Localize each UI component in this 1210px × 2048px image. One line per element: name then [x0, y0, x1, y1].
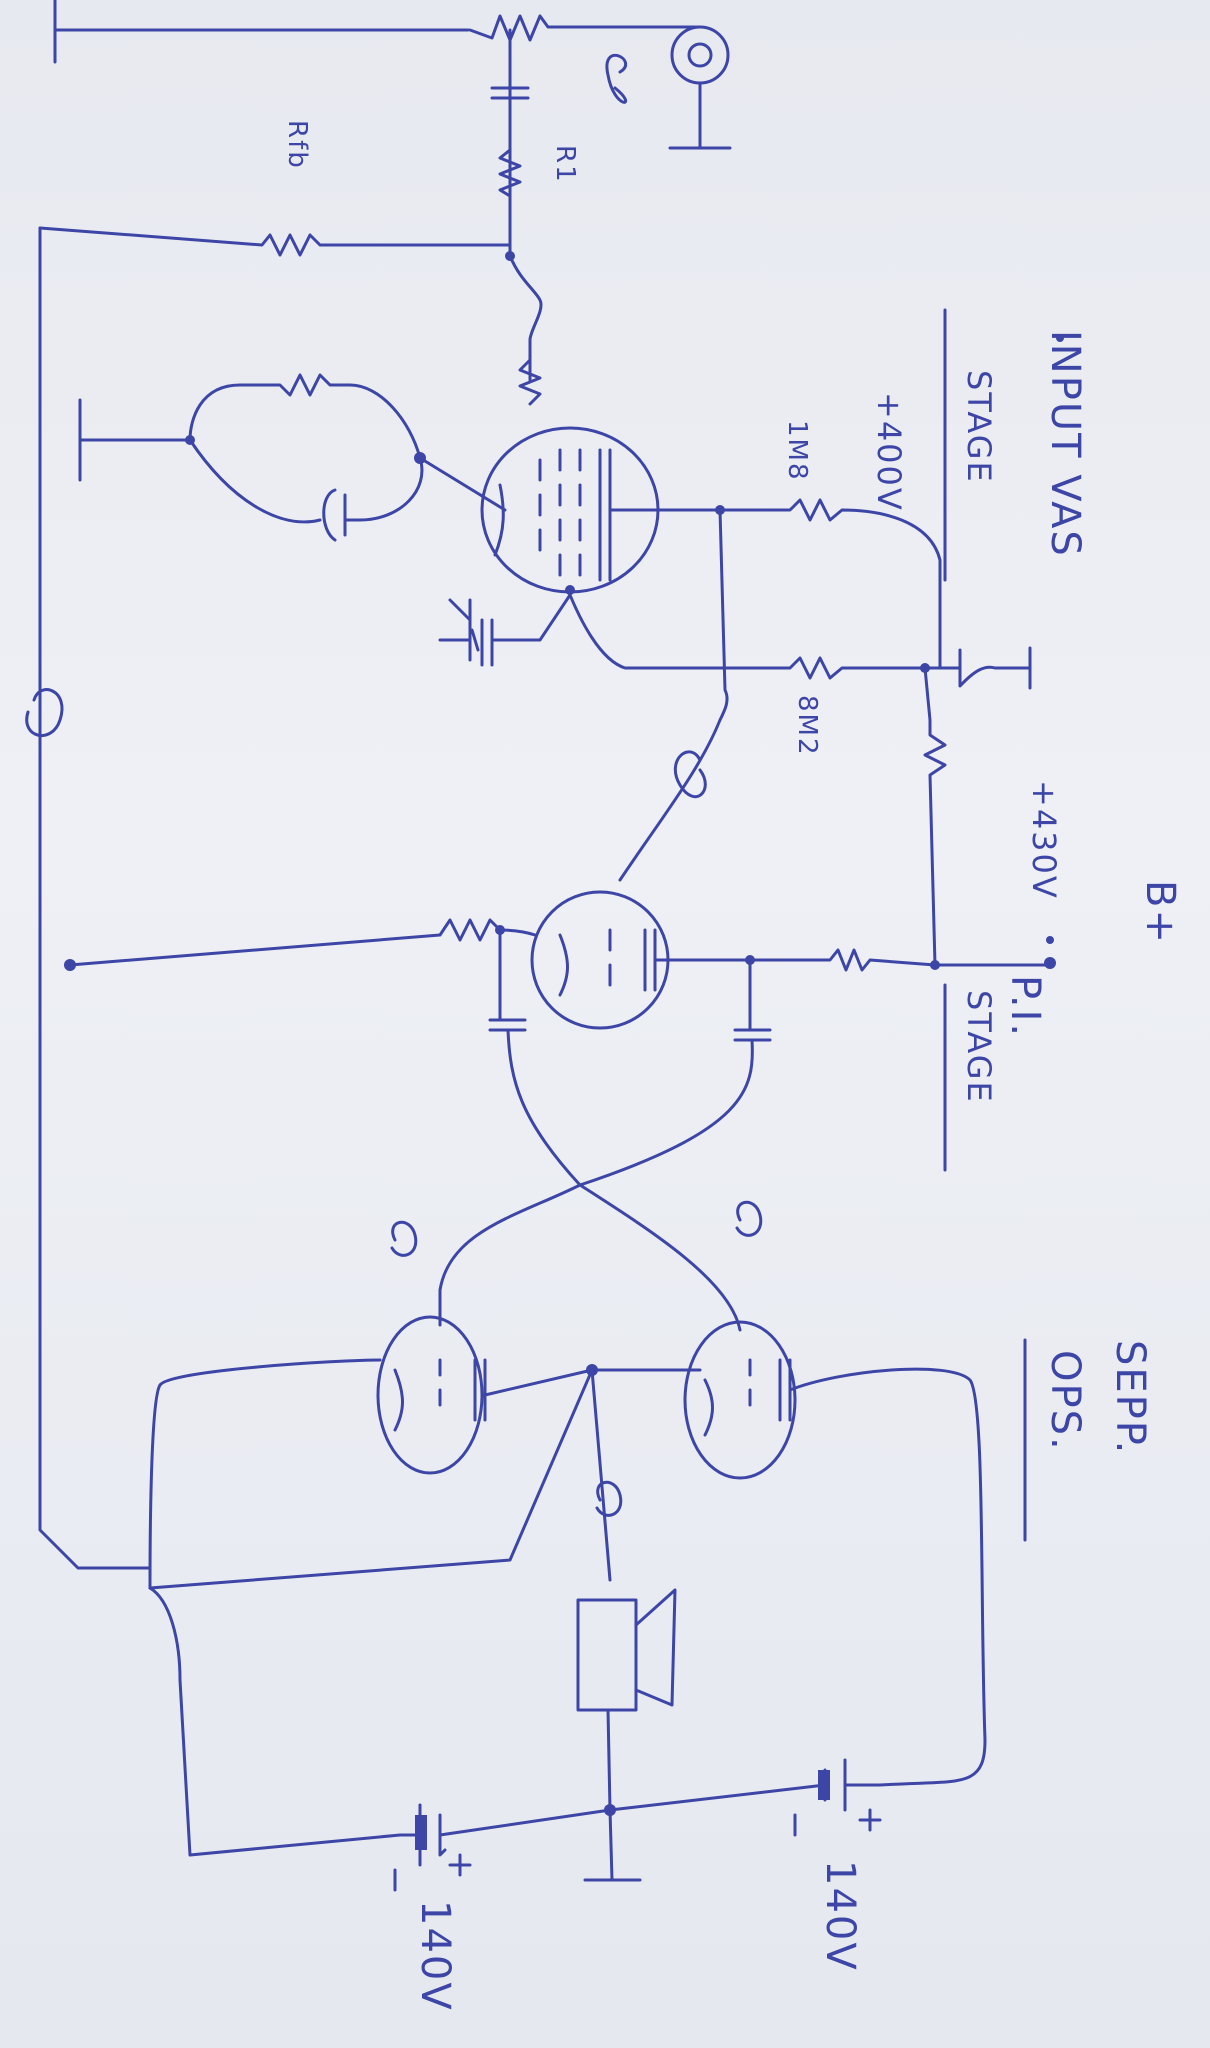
r-8m2-label: 8M2	[792, 695, 822, 757]
output-tube-right	[683, 1320, 797, 1480]
battery-right	[608, 1758, 882, 1812]
b-plus-label: B+	[1137, 880, 1183, 945]
pi-stage-label: STAGE	[960, 990, 998, 1104]
v430-label: +430V	[1025, 780, 1063, 900]
rail-heater-symbol	[25, 688, 64, 737]
input-capacitor	[490, 86, 530, 100]
cathode-resistor-pi	[68, 918, 537, 967]
input-jack	[598, 25, 732, 150]
output-tube-left	[376, 1315, 487, 1475]
r-1m8-label: 1M8	[782, 420, 812, 482]
sepp-label: SEPP.	[1107, 1340, 1153, 1456]
input-resistor	[468, 14, 602, 42]
input-vas-label: INPUT VAS	[1042, 330, 1088, 558]
coupling-capacitor-left	[488, 1018, 582, 1187]
left-feedback-rail	[38, 226, 152, 1570]
input-heater-symbol	[605, 53, 628, 104]
output-left-heater-symbol	[390, 1220, 418, 1257]
v140-left-label: 140V	[412, 1900, 458, 2012]
v140-right-label: 140V	[817, 1860, 863, 1972]
speaker-heater-symbol	[595, 1480, 623, 1517]
cathode-ground	[78, 398, 192, 482]
screen-capacitor	[470, 618, 494, 667]
rfb-label: Rfb	[282, 120, 312, 170]
v400-label: +400V	[870, 392, 908, 512]
plate-resistor-pi	[748, 948, 1052, 972]
output-right-heater-symbol	[735, 1200, 763, 1237]
phase-inverter-tube	[530, 890, 670, 1030]
input-stage-label: STAGE	[960, 370, 998, 484]
pi-heater-symbol	[673, 750, 707, 799]
output-ground	[583, 1808, 642, 1882]
resistor-r1	[498, 148, 522, 198]
supply-filter-capacitor	[923, 646, 1032, 690]
cathode-capacitor	[322, 488, 347, 542]
resistor-8m2	[718, 656, 924, 680]
pi-label: P.I.	[1002, 975, 1048, 1039]
speaker	[576, 1588, 677, 1712]
coupling-capacitor-right	[578, 958, 772, 1187]
ops-label: OPS.	[1042, 1350, 1088, 1452]
battery-left	[398, 1803, 612, 1867]
feedback-resistor	[38, 226, 512, 257]
r1-label: R1	[550, 145, 580, 184]
resistor-1m8	[718, 498, 942, 670]
